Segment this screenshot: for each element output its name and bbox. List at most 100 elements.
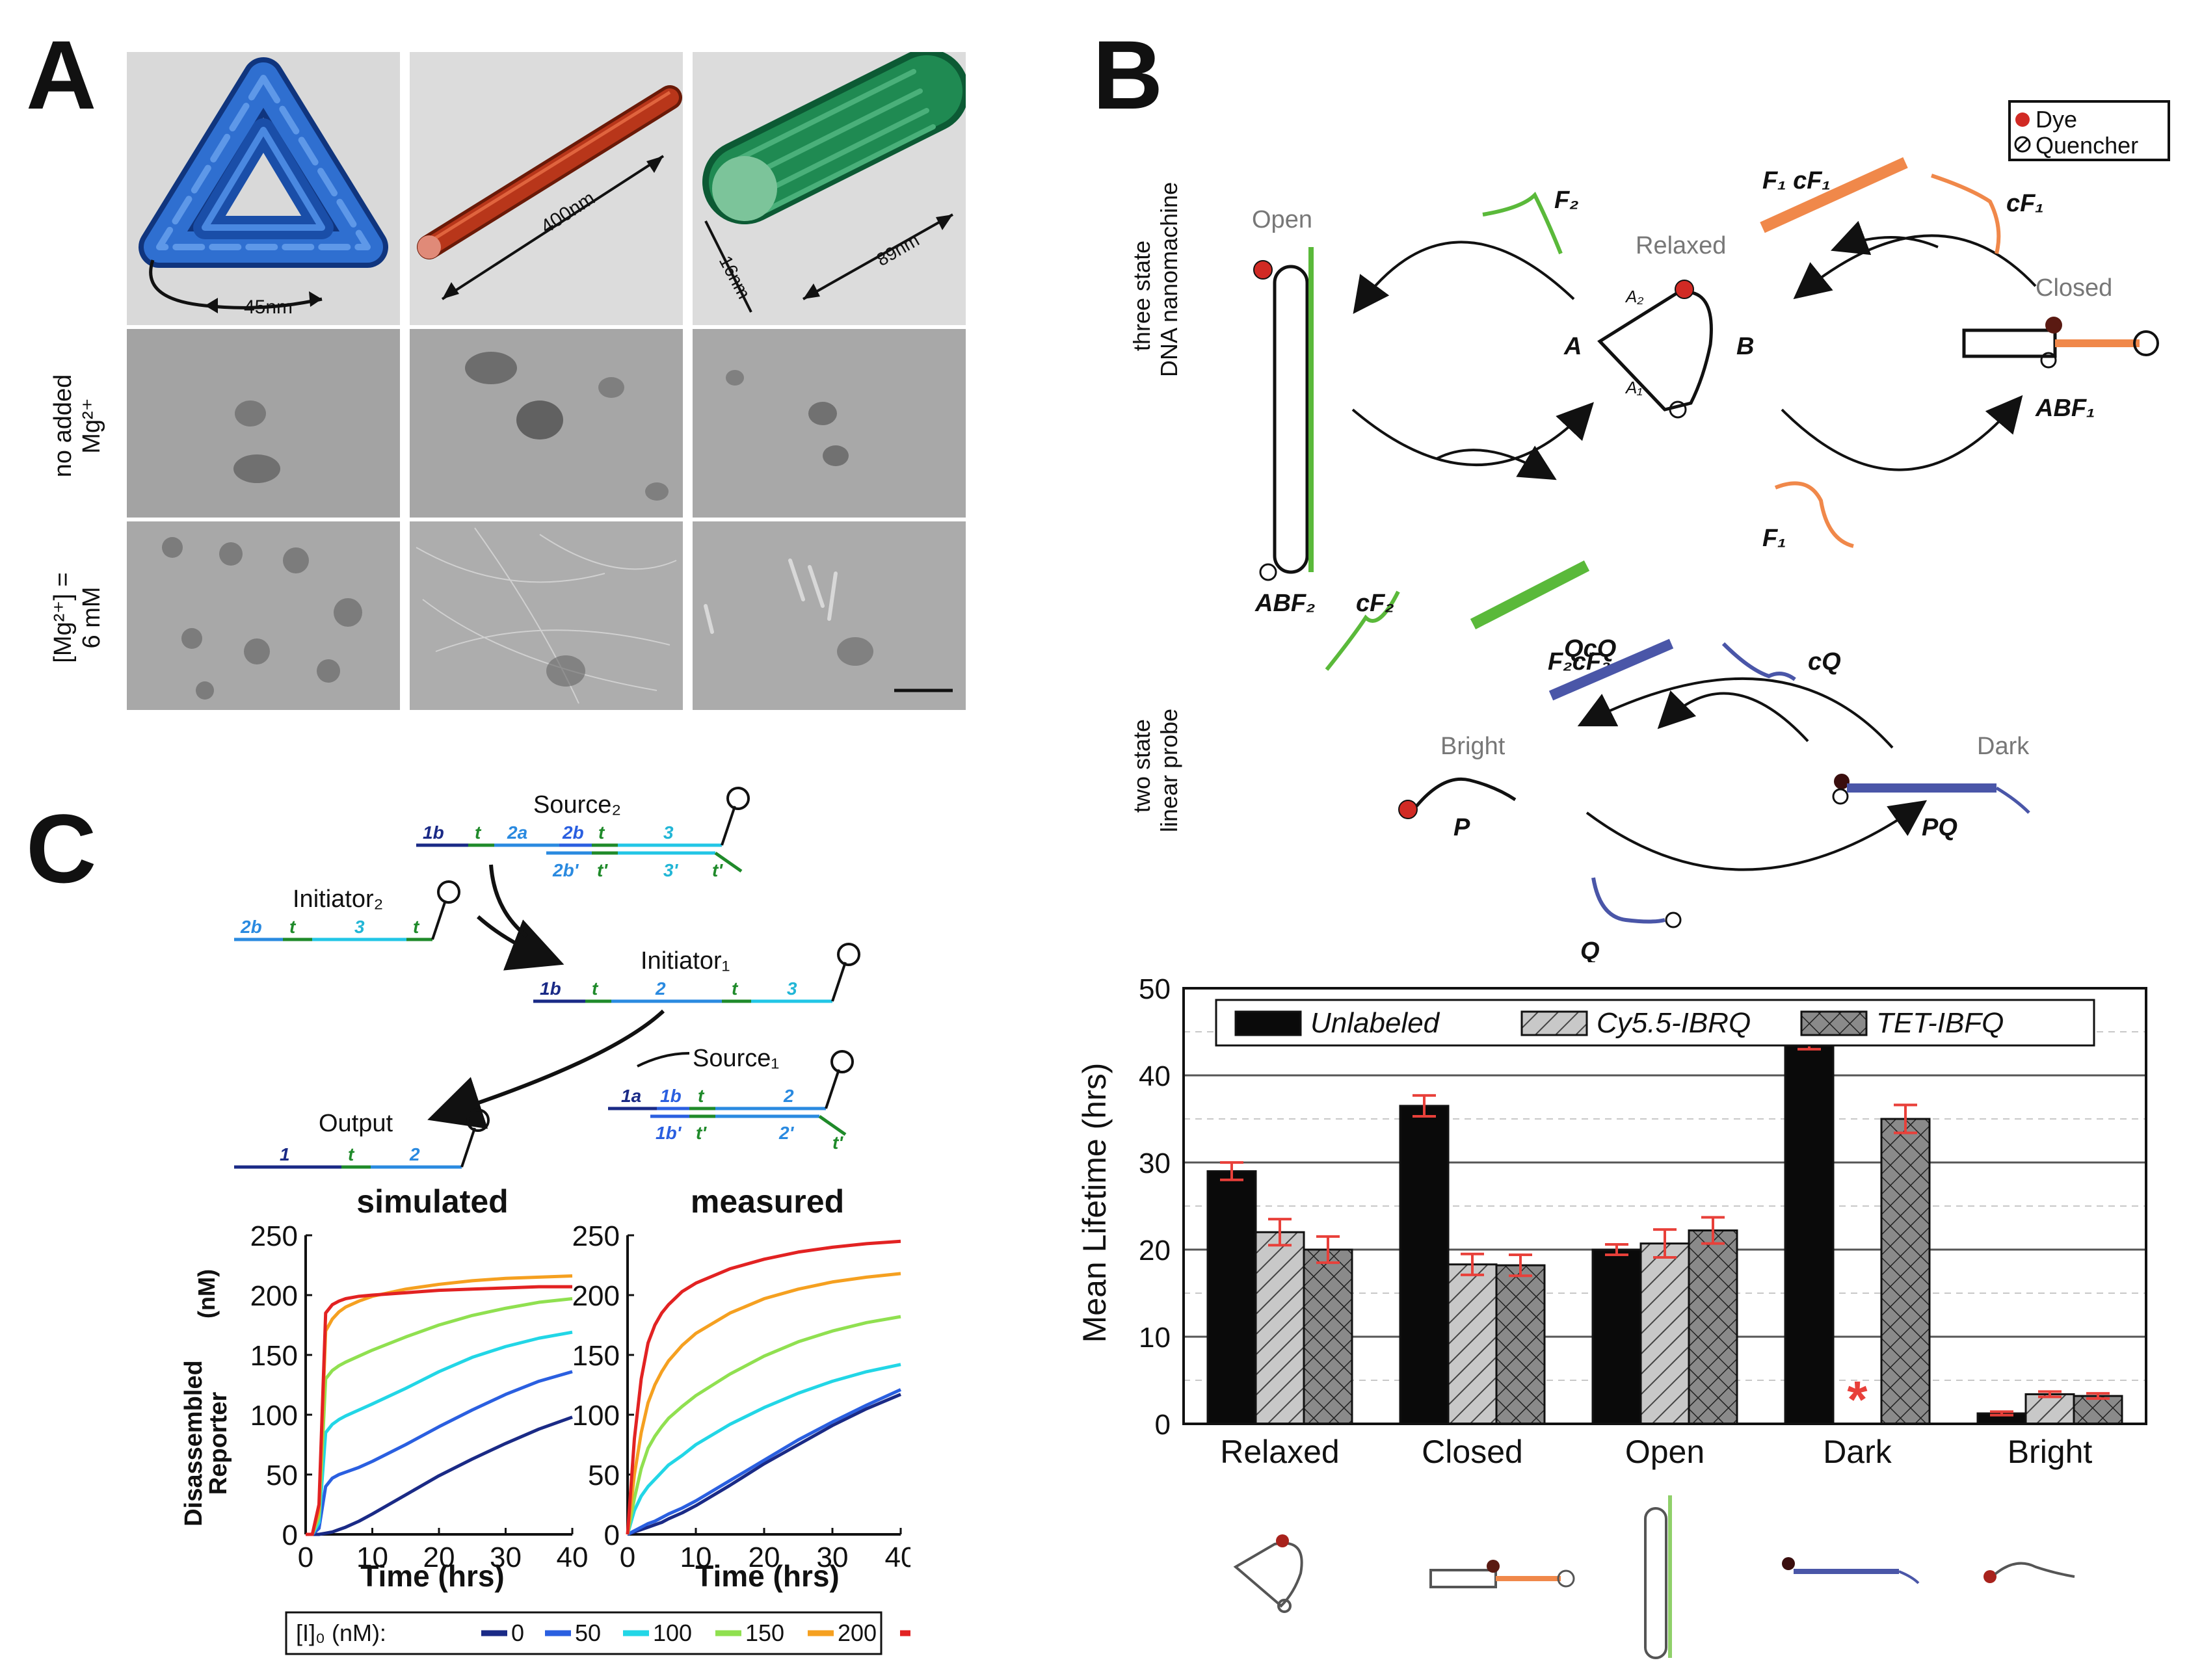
bar-bright-2 [2073,1395,2123,1425]
line-xtick-label: 40 [885,1542,910,1573]
cf1-strand [1931,174,2001,254]
bar-legend-box [1215,999,2095,1047]
bar-ytick-label: 30 [1139,1148,1171,1179]
s2-top-2: 2a [507,822,527,843]
i1-2: 2 [655,978,666,999]
i1-3: t [732,978,739,999]
f1cf1-duplex [1760,157,1908,233]
bar-ylabel: Mean Lifetime (hrs) [1076,1063,1113,1343]
row-label-no-mg-line1: no added [49,374,77,478]
line-xtick-label: 10 [680,1542,712,1573]
render-triangle: 45nm [127,52,400,325]
bar-ytick-label: 50 [1139,973,1171,1005]
bar-legend-label: TET-IBFQ [1876,1007,2004,1039]
bottom-icon-dark [1782,1557,1920,1584]
line-series-300 [626,1239,901,1535]
line-xtick-label: 30 [817,1542,849,1573]
line-ytick-label: 150 [250,1340,298,1372]
row-label-mg-line1: [Mg²⁺] = [49,572,77,663]
out-1: t [348,1144,355,1164]
line-plot-area [628,1235,901,1534]
bar-xtick-bright: Bright [2008,1434,2093,1470]
panel-c-schematic: Source₂ 1b t 2a 2b t 3 2b' t' 3' t' Init… [234,787,860,1169]
line-ytick-label: 50 [588,1460,620,1491]
s2-bot-0: 2b' [552,860,579,880]
s1-bot-1: t' [696,1123,707,1143]
label-qcq: QcQ [1564,635,1616,663]
line-ylabel-2: Reporter [205,1392,232,1495]
closed-structure [1962,317,2159,369]
bar-ytick-label: 40 [1139,1060,1171,1092]
tem-rod-no-mg [410,329,683,518]
label-a2: A₂ [1625,287,1643,306]
tem-bundle-mg [693,521,966,710]
line-ytick-label: 150 [572,1340,620,1372]
dye-legend-icon [2015,112,2030,127]
label-initiator1: Initiator₁ [641,947,730,975]
tem-triangle-no-mg [127,329,400,518]
line-series-200 [626,1272,901,1535]
bar-legend-swatch [1520,1010,1588,1036]
line-ytick-label: 0 [604,1519,620,1551]
label-bright: Bright [1440,733,1506,760]
line-series-0 [627,1393,901,1536]
line-series-150 [626,1315,901,1535]
quencher-legend-icon [2014,136,2031,153]
bar-open-0 [1591,1248,1642,1425]
side-label-two-state: two state [1128,719,1155,813]
bar-ytick-label: 0 [1155,1409,1171,1441]
bar-ytick-label: 20 [1139,1235,1171,1267]
panel-c-line-charts: simulated measured Disassembled Reporter… [180,1183,910,1655]
s2-bot-3: t' [712,860,723,880]
label-p: P [1453,814,1470,841]
bar-legend-label: Unlabeled [1310,1007,1440,1039]
s2-bot-2: 3' [663,860,679,880]
line-series-100 [626,1363,901,1535]
s1-bot-0: 1b' [656,1123,682,1143]
line-legend-box [285,1611,882,1655]
cf2-strand [1325,590,1400,671]
row-label-no-mg: no added Mg²⁺ [49,354,107,497]
line-xtick-label: 0 [620,1542,635,1573]
s2-bot-1: t' [597,860,608,880]
bar-dark-2 [1880,1118,1931,1425]
title-measured: measured [691,1183,844,1220]
title-simulated: simulated [356,1183,508,1220]
bar-ytick-label: 10 [1139,1322,1171,1354]
bar-legend-swatch [1234,1010,1302,1036]
label-closed: Closed [2036,274,2112,302]
bar-bright-1 [2024,1393,2075,1425]
line-ytick-label: 200 [250,1280,298,1312]
line-ytick-label: 250 [250,1220,298,1252]
bottom-icon-relaxed [1233,1534,1303,1613]
i2-3: t [413,917,420,937]
bar-xtick-relaxed: Relaxed [1220,1434,1339,1470]
f2cf2-duplex [1470,560,1590,630]
line-xtick-label: 20 [749,1542,780,1573]
line-ytick-label: 50 [266,1460,298,1491]
s1-bot-2: 2' [778,1123,795,1143]
label-abf1: ABF₁ [2035,395,2095,422]
label-f1cf1: F₁ cF₁ [1762,167,1831,194]
line-ylabel-1: Disassembled [180,1360,207,1527]
i1-4: 3 [787,978,797,999]
line-xtick-label: 0 [298,1542,313,1573]
label-cf2: cF₂ [1356,590,1394,617]
tem-triangle-mg [127,521,400,710]
dim-bundle-length: 89nm [873,230,923,270]
bar-closed-0 [1399,1105,1450,1425]
s2-top-5: 3 [663,822,674,843]
label-cf1: cF₁ [2006,190,2044,217]
label-relaxed: Relaxed [1636,232,1726,259]
tem-rod-mg [410,521,683,710]
bar-plot-frame [1182,987,2147,1425]
render-bundle: 16nm 89nm [693,52,966,325]
i2-2: 3 [354,917,365,937]
s2-top-1: t [475,822,482,843]
label-initiator2: Initiator₂ [293,886,383,913]
f1-strand [1774,481,1854,548]
row-label-mg: [Mg²⁺] = 6 mM [49,546,107,689]
line-series-50 [626,1388,902,1536]
bottom-icon-open [1644,1495,1672,1659]
